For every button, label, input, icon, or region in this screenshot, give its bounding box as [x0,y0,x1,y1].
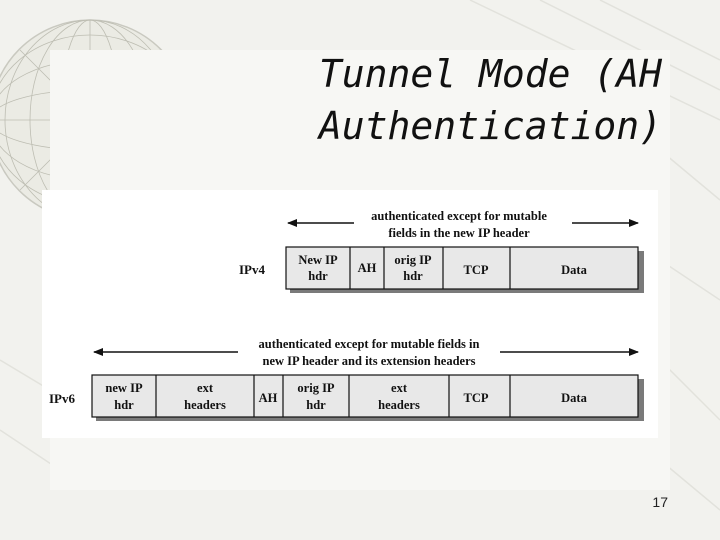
ipv4-label: IPv4 [239,262,266,277]
ipv6-field-ext-headers-2-line2: headers [378,398,420,412]
ipv4-field-new-ip-hdr-line2: hdr [308,269,328,283]
ipv6-scope-line-2: new IP header and its extension headers [263,354,476,368]
ipv6-field-new-ip-hdr-line2: hdr [114,398,134,412]
ipv6-scope-line-1: authenticated except for mutable fields … [259,337,480,351]
diagram-canvas: authenticated except for mutable fields … [49,209,644,421]
ipv4-field-tcp: TCP [464,263,489,277]
ipv6-field-orig-ip-hdr-line2: hdr [306,398,326,412]
ipv4-scope-line-2: fields in the new IP header [388,226,530,240]
ipv4-field-data: Data [561,263,587,277]
ipv6-field-ext-headers-2-line1: ext [391,381,408,395]
slide-number: 17 [652,494,668,510]
ipv6-field-ah: AH [259,391,278,405]
ipv6-label: IPv6 [49,391,76,406]
ipv6-field-orig-ip-hdr-line1: orig IP [297,381,335,395]
ipv6-packet [91,374,639,418]
ipv4-scope-text-bg [354,210,572,240]
ipv6-field-new-ip-hdr-line1: new IP [105,381,143,395]
ipv4-field-new-ip-hdr-line1: New IP [298,253,338,267]
ipv6-scope-text-bg [238,338,500,368]
ipv4-scope-line-1: authenticated except for mutable [371,209,547,223]
tunnel-mode-diagram: authenticated except for mutable fields … [42,190,658,438]
ipv6-field-ext-headers-1-line2: headers [184,398,226,412]
title-line-2: Authentication) [318,104,662,148]
ipv4-field-orig-ip-hdr-line2: hdr [403,269,423,283]
ipv6-field-tcp: TCP [464,391,489,405]
ipv6-field-data: Data [561,391,587,405]
ipv4-field-orig-ip-hdr-line1: orig IP [394,253,432,267]
ipv4-field-ah: AH [358,261,377,275]
slide-title: Tunnel Mode (AH Authentication) [202,48,662,152]
ipv6-field-ext-headers-1-line1: ext [197,381,214,395]
ipv4-packet [285,246,639,290]
title-line-1: Tunnel Mode (AH [318,52,662,96]
